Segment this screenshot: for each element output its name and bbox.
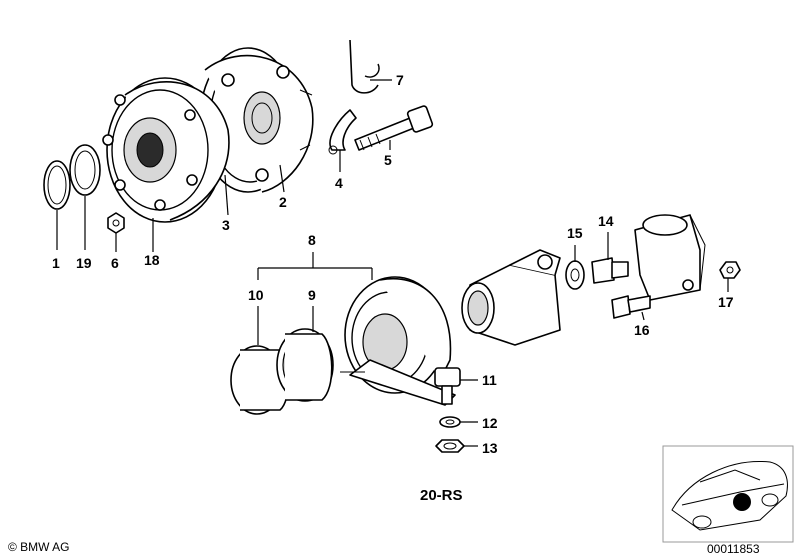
label-13: 13 [482,440,498,456]
bolt-16 [611,295,651,319]
bearing-seal-10 [230,345,290,415]
bolt-5 [354,105,434,151]
label-16: 16 [634,322,650,338]
clip-7 [349,39,380,94]
label-18: 18 [144,252,160,268]
circlip-1 [43,160,71,210]
label-7: 7 [396,72,404,88]
bolt-14 [591,257,629,284]
part-numbers: 1 19 6 18 3 2 4 5 7 8 10 9 11 12 13 15 1… [52,72,734,456]
label-5: 5 [384,152,392,168]
copyright: © BMW AG [8,540,70,554]
model-code: 20-RS [420,487,463,504]
nut-13 [435,439,465,453]
label-17: 17 [718,294,734,310]
nut-6 [107,212,125,234]
label-4: 4 [335,175,343,191]
label-19: 19 [76,255,92,271]
diagram-number: 00011853 [707,542,760,556]
ball-bearing-9 [276,328,334,402]
label-3: 3 [222,217,230,233]
label-2: 2 [279,194,287,210]
label-12: 12 [482,415,498,431]
label-10: 10 [248,287,264,303]
label-1: 1 [52,255,60,271]
location-marker [733,493,751,511]
washer-12 [439,416,461,428]
leader-lines [56,79,729,447]
nut-17 [719,261,741,279]
label-8: 8 [308,232,316,248]
rubber-coupling-18 [102,77,230,223]
center-mount-bracket [340,276,456,406]
label-14: 14 [598,213,614,229]
bolt-11 [434,367,461,405]
washer-15 [565,260,585,290]
yoke-sleeve [461,249,561,346]
label-11: 11 [482,372,497,388]
flange-yoke [634,214,706,301]
lock-plate-4 [328,109,357,155]
label-6: 6 [111,255,119,271]
car-thumbnail [662,445,794,543]
ring-19 [69,144,101,196]
label-9: 9 [308,287,316,303]
label-15: 15 [567,225,583,241]
